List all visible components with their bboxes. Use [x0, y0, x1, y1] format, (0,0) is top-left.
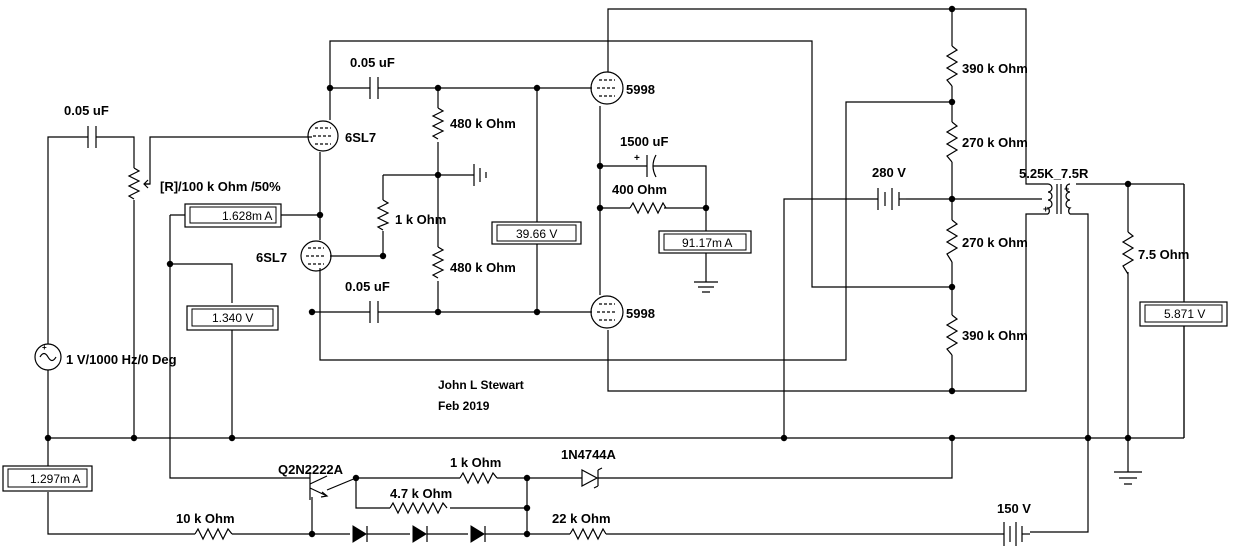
- capacitor-1500uf: +: [634, 153, 660, 178]
- meter-1628ma: 1.628m A: [184, 203, 282, 228]
- resistor-270k-bottom: [945, 219, 959, 263]
- label-cap-input: 0.05 uF: [64, 103, 109, 118]
- label-r480-bottom: 480 k Ohm: [450, 260, 516, 275]
- label-r390-top: 390 k Ohm: [962, 61, 1028, 76]
- label-cap-bottom: 0.05 uF: [345, 279, 390, 294]
- resistor-400: [629, 201, 667, 215]
- meter-9117ma: 91.17m A: [658, 230, 752, 254]
- label-transistor: Q2N2222A: [278, 462, 344, 477]
- label-r270-bottom: 270 k Ohm: [962, 235, 1028, 250]
- label-r400: 400 Ohm: [612, 182, 667, 197]
- label-cap-top: 0.05 uF: [350, 55, 395, 70]
- label-r390-bottom: 390 k Ohm: [962, 328, 1028, 343]
- capacitor-bottom: [360, 301, 390, 323]
- label-r1k-grid: 1 k Ohm: [395, 212, 446, 227]
- label-r22k: 22 k Ohm: [552, 511, 611, 526]
- junctions: [44, 5, 1132, 538]
- capacitor-input: [78, 126, 108, 148]
- label-bat-150: 150 V: [997, 501, 1031, 516]
- resistor-480k-top: [431, 107, 445, 140]
- zener-1n4744a: [581, 467, 603, 489]
- battery-280v: [877, 188, 906, 210]
- label-r270-top: 270 k Ohm: [962, 135, 1028, 150]
- svg-text:+: +: [1064, 184, 1069, 194]
- ground-icon-2: [694, 281, 718, 293]
- meter-1340v: 1.340 V: [186, 305, 279, 331]
- label-r-load: 7.5 Ohm: [1138, 247, 1189, 262]
- label-r4k7: 4.7 k Ohm: [390, 486, 452, 501]
- label-5998-bottom: 5998: [626, 306, 655, 321]
- tube-5998-bottom: [590, 295, 624, 329]
- tube-6sl7-bottom: [300, 240, 332, 272]
- resistor-4k7: [389, 501, 448, 515]
- credit-author: John L Stewart: [438, 378, 524, 392]
- svg-text:+: +: [42, 343, 47, 352]
- label-cap-1500: 1500 uF: [620, 134, 668, 149]
- svg-text:+: +: [634, 153, 640, 164]
- ground-icon: [473, 164, 487, 186]
- diode-3: [470, 525, 486, 543]
- meter-1297ma-value: 1.297m A: [30, 472, 80, 486]
- label-5998-top: 5998: [626, 82, 655, 97]
- ac-source: +: [34, 343, 62, 371]
- label-r1k-bias: 1 k Ohm: [450, 455, 501, 470]
- tube-5998-top: [590, 71, 624, 105]
- resistor-1k-bias: [459, 471, 498, 485]
- diode-2: [412, 525, 428, 543]
- transformer: + +: [1043, 183, 1072, 215]
- resistor-1k-grid: [376, 199, 390, 231]
- label-zener: 1N4744A: [561, 447, 617, 462]
- potentiometer[interactable]: [127, 167, 150, 200]
- credit-date: Feb 2019: [438, 399, 490, 413]
- resistor-390k-top: [945, 45, 959, 87]
- meter-3966v: 39.66 V: [491, 221, 582, 245]
- wiring: [47, 8, 1185, 535]
- resistor-480k-bottom: [431, 246, 445, 279]
- labels: 0.05 uF [R]/100 k Ohm /50% 0.05 uF 0.05 …: [64, 55, 1189, 526]
- meter-3966v-value: 39.66 V: [516, 227, 557, 241]
- label-pot: [R]/100 k Ohm /50%: [160, 179, 281, 194]
- resistor-10k: [194, 527, 233, 541]
- label-r10k: 10 k Ohm: [176, 511, 235, 526]
- battery-150v: [1003, 522, 1030, 546]
- label-6sl7-bottom: 6SL7: [256, 250, 287, 265]
- resistor-270k-top: [945, 121, 959, 163]
- transistor-q2n2222a: [296, 472, 329, 500]
- label-6sl7-top: 6SL7: [345, 130, 376, 145]
- meter-5871v-value: 5.871 V: [1164, 307, 1205, 321]
- label-bat-280: 280 V: [872, 165, 906, 180]
- meter-1340v-value: 1.340 V: [212, 311, 253, 325]
- label-r480-top: 480 k Ohm: [450, 116, 516, 131]
- capacitor-top: [360, 77, 390, 99]
- meter-9117ma-value: 91.17m A: [682, 236, 732, 250]
- resistor-390k-bottom: [945, 314, 959, 356]
- meter-1297ma: 1.297m A: [2, 465, 93, 492]
- label-transformer: 5.25K_7.5R: [1019, 166, 1089, 181]
- ground-icon-3: [1114, 460, 1142, 485]
- diode-1: [352, 525, 368, 543]
- meter-5871v: 5.871 V: [1139, 301, 1228, 327]
- resistor-22k: [569, 527, 607, 541]
- tube-6sl7-top: [307, 120, 339, 152]
- resistor-load: [1121, 231, 1135, 275]
- meter-1628ma-value: 1.628m A: [222, 209, 272, 223]
- svg-text:+: +: [1043, 204, 1048, 214]
- label-source: 1 V/1000 Hz/0 Deg: [66, 352, 177, 367]
